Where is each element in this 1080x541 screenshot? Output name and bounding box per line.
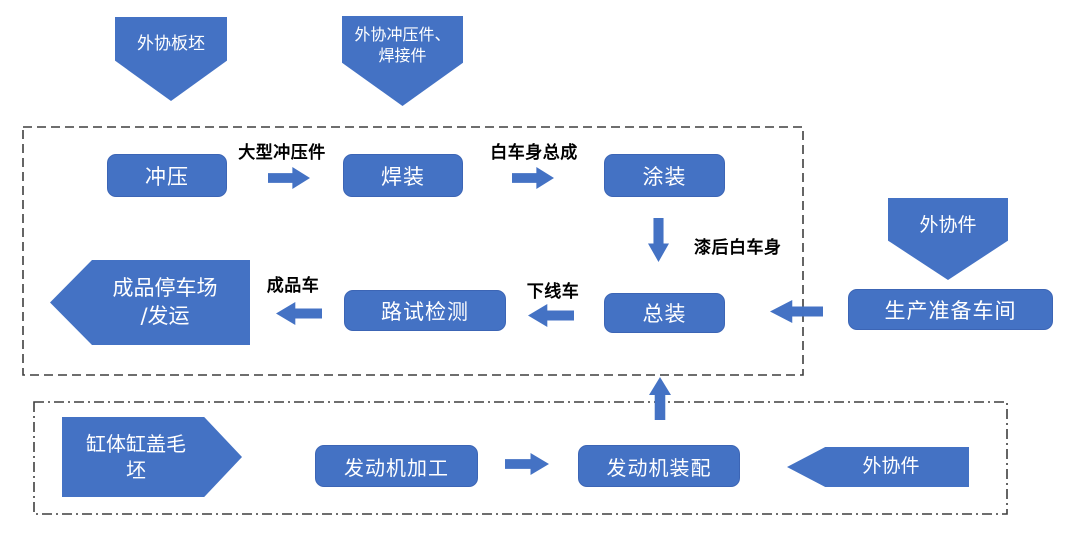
input-pentagon-slab-label: 外协板坯 xyxy=(137,34,205,54)
output-pentagon-parking-shipping: 成品停车场 /发运 xyxy=(50,260,250,345)
process-box-engine-assembly: 发动机装配 xyxy=(578,445,740,487)
process-box-welding: 焊装 xyxy=(343,154,463,197)
flow-label-body-in-white: 白车身总成 xyxy=(490,143,578,163)
output-pentagon-parking-shipping-label: 成品停车场 /发运 xyxy=(112,275,218,328)
process-box-final-assembly-label: 总装 xyxy=(642,302,687,326)
input-pentagon-cylinder-blank-label: 缸体缸盖毛 坯 xyxy=(86,431,186,482)
process-box-stamping-label: 冲压 xyxy=(145,164,189,189)
flow-label-large-stampings: 大型冲压件 xyxy=(238,143,326,163)
process-box-stamping: 冲压 xyxy=(107,154,227,197)
flow-label-painted-body: 漆后白车身 xyxy=(694,238,782,258)
process-box-engine-machining-label: 发动机加工 xyxy=(344,455,449,480)
input-pentagon-outsourced-parts-engine: 外协件 xyxy=(787,447,969,487)
process-box-prep-workshop-label: 生产准备车间 xyxy=(884,298,1017,323)
input-pentagon-slab: 外协板坯 xyxy=(115,17,227,101)
input-pentagon-outsourced-parts-top-label: 外协件 xyxy=(919,214,977,236)
process-box-road-test: 路试检测 xyxy=(344,290,506,331)
process-box-painting-label: 涂装 xyxy=(642,164,687,189)
input-pentagon-cylinder-blank: 缸体缸盖毛 坯 xyxy=(62,417,242,497)
input-pentagon-stamping-welding-parts: 外协冲压件、 焊接件 xyxy=(342,16,463,106)
engine-plant-dashdot-box xyxy=(33,401,1008,515)
input-pentagon-outsourced-parts-engine-label: 外协件 xyxy=(862,455,920,478)
process-box-final-assembly: 总装 xyxy=(604,293,725,333)
flow-label-finished-vehicle: 成品车 xyxy=(266,276,320,296)
process-box-road-test-label: 路试检测 xyxy=(381,299,469,324)
process-box-engine-machining: 发动机加工 xyxy=(315,445,478,487)
input-pentagon-stamping-welding-parts-label: 外协冲压件、 焊接件 xyxy=(354,25,451,66)
process-box-painting: 涂装 xyxy=(604,154,725,197)
flow-label-offline-vehicle: 下线车 xyxy=(526,282,580,302)
vehicle-plant-dashed-box xyxy=(22,126,804,376)
process-box-engine-assembly-label: 发动机装配 xyxy=(606,455,712,480)
process-box-prep-workshop: 生产准备车间 xyxy=(848,289,1053,330)
process-box-welding-label: 焊装 xyxy=(381,164,425,189)
